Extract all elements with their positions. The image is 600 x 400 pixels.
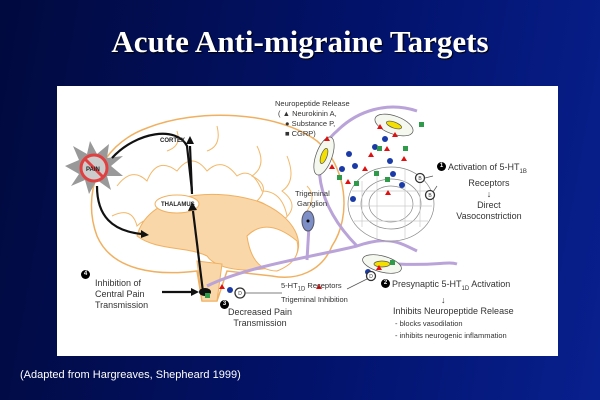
ganglion-label-line1: Trigeminal — [295, 189, 330, 198]
neuropeptide-particles — [205, 122, 424, 298]
step-number: 2 — [381, 279, 390, 288]
step1-line3: Direct — [477, 199, 501, 210]
step2-post: Activation — [469, 279, 511, 289]
step2-bullet: - inhibits neurogenic inflammation — [395, 330, 507, 340]
step4-annotation: 4 Inhibition of Central Pain Transmissio… — [81, 270, 148, 311]
receptor-letter: B — [428, 193, 432, 199]
step-number: 1 — [437, 162, 446, 171]
source-caption: (Adapted from Hargreaves, Shepheard 1999… — [20, 369, 241, 381]
cortex-label: CORTEX — [160, 138, 186, 144]
subscript: 1D — [461, 285, 470, 292]
step4-line2: Central Pain — [95, 289, 145, 299]
step1-line2: Receptors — [468, 177, 510, 188]
step2-pre: Presynaptic 5-HT — [392, 279, 462, 289]
trigeminal-nerve — [206, 105, 458, 288]
down-arrow-icon: ↓ — [486, 188, 492, 199]
pain-burst-icon — [65, 141, 123, 194]
receptor-letter: D — [369, 274, 373, 280]
step-number: 4 — [81, 270, 90, 279]
ganglion-label-line2: Ganglion — [297, 199, 328, 208]
step2-bullet: - blocks vasodilation — [395, 318, 463, 328]
receptor-pre: 5-HT — [281, 281, 298, 290]
brain-illustration — [90, 114, 345, 302]
subscript: 1B — [519, 168, 527, 175]
blood-vessel — [347, 166, 435, 242]
ganglion-label: Trigeminal Ganglion — [295, 189, 330, 209]
diagram-panel: B B D D CORTEX PAIN THALAMUS Trigeminal … — [57, 86, 558, 356]
legend-item-cgrp: ■ CGRP) — [285, 129, 316, 138]
step4-line1: Inhibition of — [95, 278, 142, 288]
legend-item-neurokinin: ( ▲ Neurokinin A, — [278, 109, 337, 118]
receptor-icons — [234, 172, 436, 299]
receptor-label: 5-HT1D Receptors Trigeminal Inhibition — [281, 281, 348, 305]
step3-line2: Transmission — [233, 318, 287, 328]
step1-line1: Activation of 5-HT — [448, 162, 520, 172]
neuropeptide-legend: Neuropeptide Release ( ▲ Neurokinin A, ●… — [275, 99, 350, 139]
pain-label: PAIN — [86, 167, 100, 173]
pathway-arrows — [95, 132, 205, 294]
thalamus-label: THALAMUS — [161, 202, 195, 208]
step4-line3: Transmission — [95, 300, 149, 310]
step1-line4: Vasoconstriction — [456, 210, 522, 221]
diagram-illustration: B B D D — [65, 105, 458, 302]
step3-line1: Decreased Pain — [228, 307, 293, 317]
receptor-post: Receptors — [305, 281, 342, 290]
receptor-line2: Trigeminal Inhibition — [281, 294, 348, 304]
step-number: 3 — [220, 300, 229, 309]
slide-title: Acute Anti-migraine Targets — [111, 24, 489, 59]
receptor-letter: B — [418, 176, 422, 182]
legend-heading: Neuropeptide Release — [275, 99, 350, 108]
subscript: 1D — [297, 286, 306, 293]
receptor-letter: D — [238, 291, 242, 297]
step2-line2: Inhibits Neuropeptide Release — [393, 305, 514, 316]
down-arrow-icon: ↓ — [441, 294, 446, 305]
step3-annotation: 3 Decreased Pain Transmission — [220, 300, 292, 329]
legend-item-substance-p: ● Substance P, — [285, 119, 336, 128]
